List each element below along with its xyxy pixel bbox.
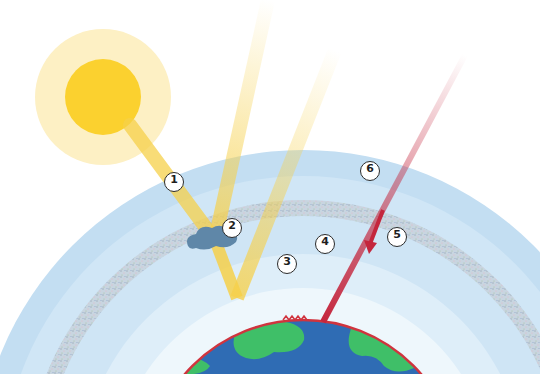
earth — [147, 320, 459, 374]
callout-number: 2 — [222, 218, 242, 238]
infrared-rays — [323, 55, 465, 322]
callout-number: 3 — [277, 254, 297, 274]
heat-zigzag — [283, 316, 307, 320]
atmosphere-layers — [0, 150, 540, 374]
callout-number: 4 — [315, 234, 335, 254]
sun-rays — [130, 0, 335, 298]
callout-number: 6 — [360, 161, 380, 181]
callout-number: 1 — [164, 172, 184, 192]
callout-number: 5 — [387, 227, 407, 247]
